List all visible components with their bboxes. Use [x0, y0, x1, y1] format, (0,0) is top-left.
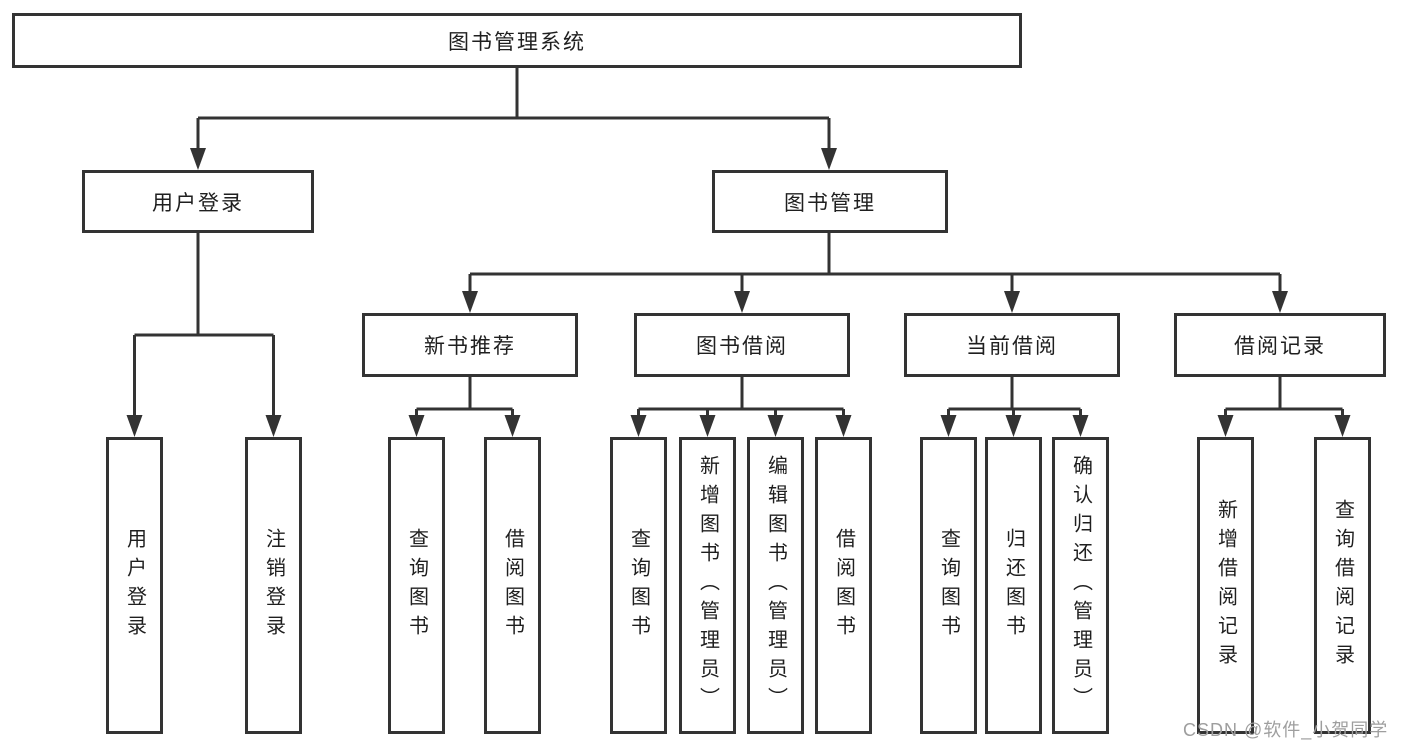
leaf-cb-return-books: 归还图书: [985, 437, 1042, 734]
node-book-borrowing-label: 图书借阅: [696, 335, 788, 358]
leaf-cb-confirm-return-admin-label: 确认归还（管理员）: [1069, 455, 1092, 716]
leaf-cb-query-books-label: 查询图书: [937, 527, 960, 644]
leaf-bb-edit-books-admin-label: 编辑图书（管理员）: [764, 455, 787, 716]
leaf-bb-query-books-label: 查询图书: [627, 527, 650, 644]
leaf-user-login-label: 用户登录: [123, 527, 146, 644]
csdn-watermark: CSDN @软件_小贺同学: [1183, 720, 1389, 740]
node-current-borrowing-label: 当前借阅: [966, 335, 1058, 358]
leaf-nbr-borrow-books-label: 借阅图书: [501, 527, 524, 644]
leaf-cb-return-books-label: 归还图书: [1002, 527, 1025, 644]
leaf-nbr-query-books: 查询图书: [388, 437, 445, 734]
node-user-login-label: 用户登录: [152, 191, 244, 215]
node-book-borrowing: 图书借阅: [634, 313, 850, 377]
node-borrowing-records-label: 借阅记录: [1234, 335, 1326, 358]
node-new-book-recommend-label: 新书推荐: [424, 335, 516, 358]
node-current-borrowing: 当前借阅: [904, 313, 1120, 377]
leaf-bb-borrow-books: 借阅图书: [815, 437, 872, 734]
node-book-management: 图书管理: [712, 170, 948, 233]
node-user-login: 用户登录: [82, 170, 314, 233]
leaf-bb-query-books: 查询图书: [610, 437, 667, 734]
leaf-cb-confirm-return-admin: 确认归还（管理员）: [1052, 437, 1109, 734]
leaf-nbr-borrow-books: 借阅图书: [484, 437, 541, 734]
leaf-bb-add-books-admin-label: 新增图书（管理员）: [696, 455, 719, 716]
leaf-cb-query-books: 查询图书: [920, 437, 977, 734]
leaf-bb-borrow-books-label: 借阅图书: [832, 527, 855, 644]
leaf-br-query-record: 查询借阅记录: [1314, 437, 1371, 734]
leaf-br-add-record: 新增借阅记录: [1197, 437, 1254, 734]
leaf-bb-edit-books-admin: 编辑图书（管理员）: [747, 437, 804, 734]
leaf-bb-add-books-admin: 新增图书（管理员）: [679, 437, 736, 734]
leaf-br-query-record-label: 查询借阅记录: [1331, 498, 1354, 673]
leaf-user-login: 用户登录: [106, 437, 163, 734]
leaf-br-add-record-label: 新增借阅记录: [1214, 498, 1237, 673]
node-book-management-label: 图书管理: [784, 191, 876, 215]
node-new-book-recommend: 新书推荐: [362, 313, 578, 377]
node-root-label: 图书管理系统: [448, 30, 586, 54]
leaf-nbr-query-books-label: 查询图书: [405, 527, 428, 644]
leaf-logout: 注销登录: [245, 437, 302, 734]
node-root: 图书管理系统: [12, 13, 1022, 68]
leaf-logout-label: 注销登录: [262, 527, 285, 644]
node-borrowing-records: 借阅记录: [1174, 313, 1386, 377]
